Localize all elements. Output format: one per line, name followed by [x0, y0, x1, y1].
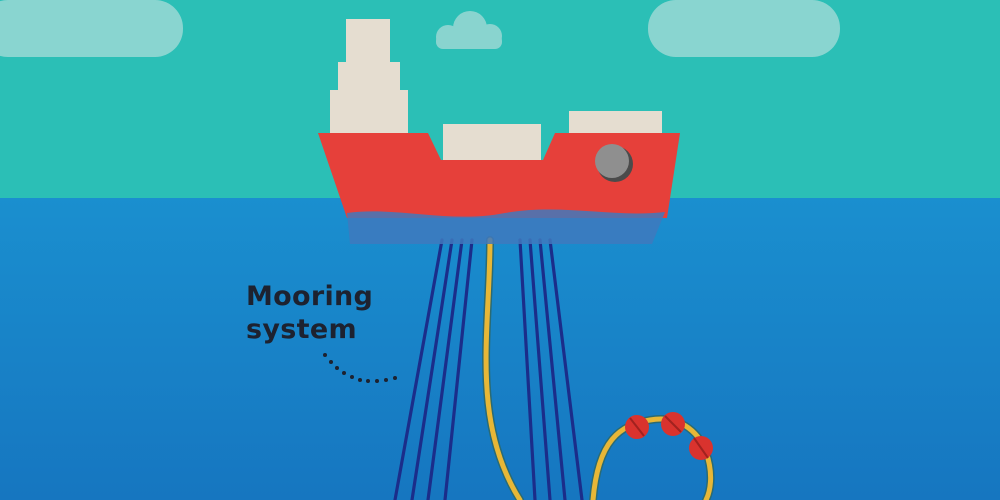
cloud-icon — [436, 11, 502, 49]
buoy-icon — [689, 436, 713, 460]
buoy-icon — [661, 412, 685, 436]
mooring-system-label: Mooring system — [246, 280, 386, 346]
buoy-icon — [625, 415, 649, 439]
cloud-icon — [0, 0, 183, 57]
mooring-lines — [393, 238, 584, 500]
riser-pipe-core — [483, 237, 523, 500]
cloud-icon — [648, 0, 840, 57]
annotation-pointer — [323, 353, 397, 383]
ship-icon — [318, 19, 680, 244]
label-line-2: system — [246, 314, 357, 345]
label-line-1: Mooring — [246, 281, 374, 312]
